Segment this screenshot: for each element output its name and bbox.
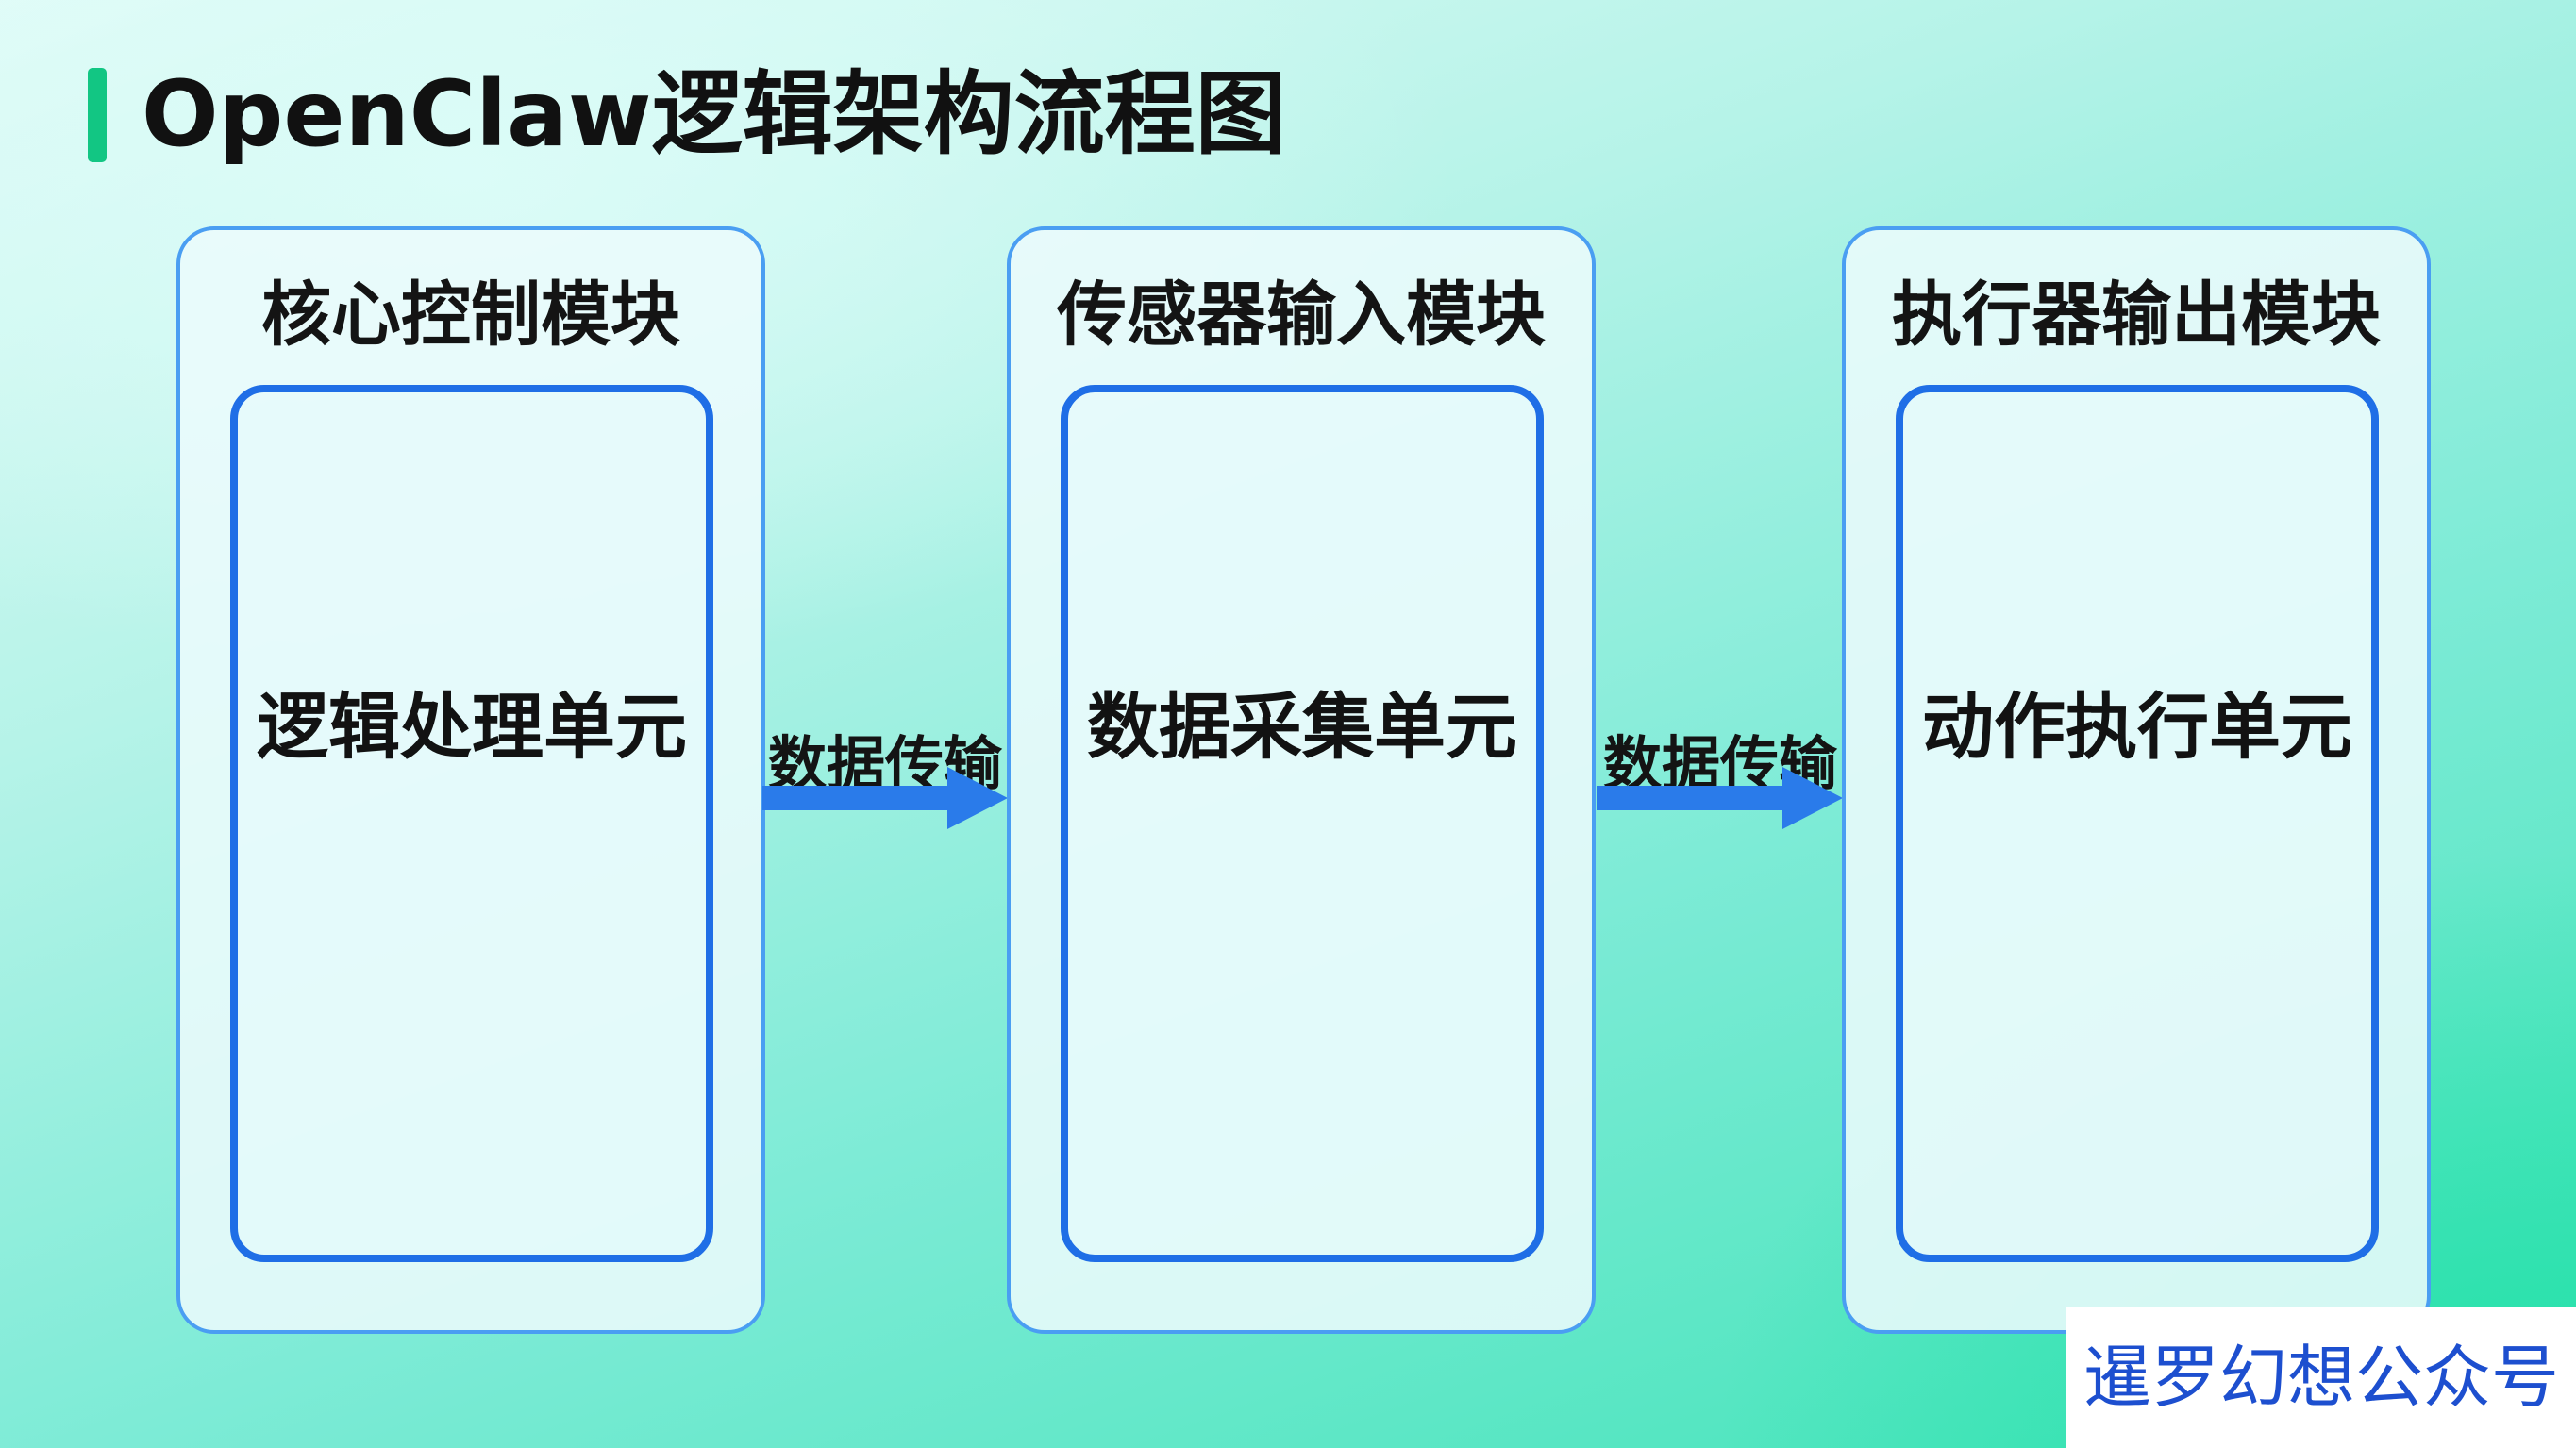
unit-box: 动作执行单元	[1896, 385, 2379, 1262]
unit-box: 逻辑处理单元	[230, 385, 713, 1262]
title-accent-bar	[88, 68, 107, 162]
flow-arrow: 数据传输	[1597, 726, 1843, 849]
module-title: 核心控制模块	[261, 275, 680, 356]
unit-label: 数据采集单元	[1087, 685, 1517, 769]
unit-label: 逻辑处理单元	[257, 685, 687, 769]
module-title: 执行器输出模块	[1892, 275, 2381, 356]
arrow-right-icon	[1597, 767, 1843, 829]
watermark: 暹罗幻想公众号	[2066, 1307, 2576, 1448]
unit-box: 数据采集单元	[1061, 385, 1544, 1262]
module-core-control: 核心控制模块 逻辑处理单元	[176, 226, 765, 1334]
flow-arrow: 数据传输	[762, 726, 1008, 849]
unit-label: 动作执行单元	[1922, 685, 2352, 769]
arrow-right-icon	[762, 767, 1008, 829]
module-actuator-output: 执行器输出模块 动作执行单元	[1842, 226, 2431, 1334]
module-sensor-input: 传感器输入模块 数据采集单元	[1007, 226, 1596, 1334]
module-title: 传感器输入模块	[1057, 275, 1546, 356]
page-title: OpenClaw逻辑架构流程图	[142, 61, 1286, 167]
